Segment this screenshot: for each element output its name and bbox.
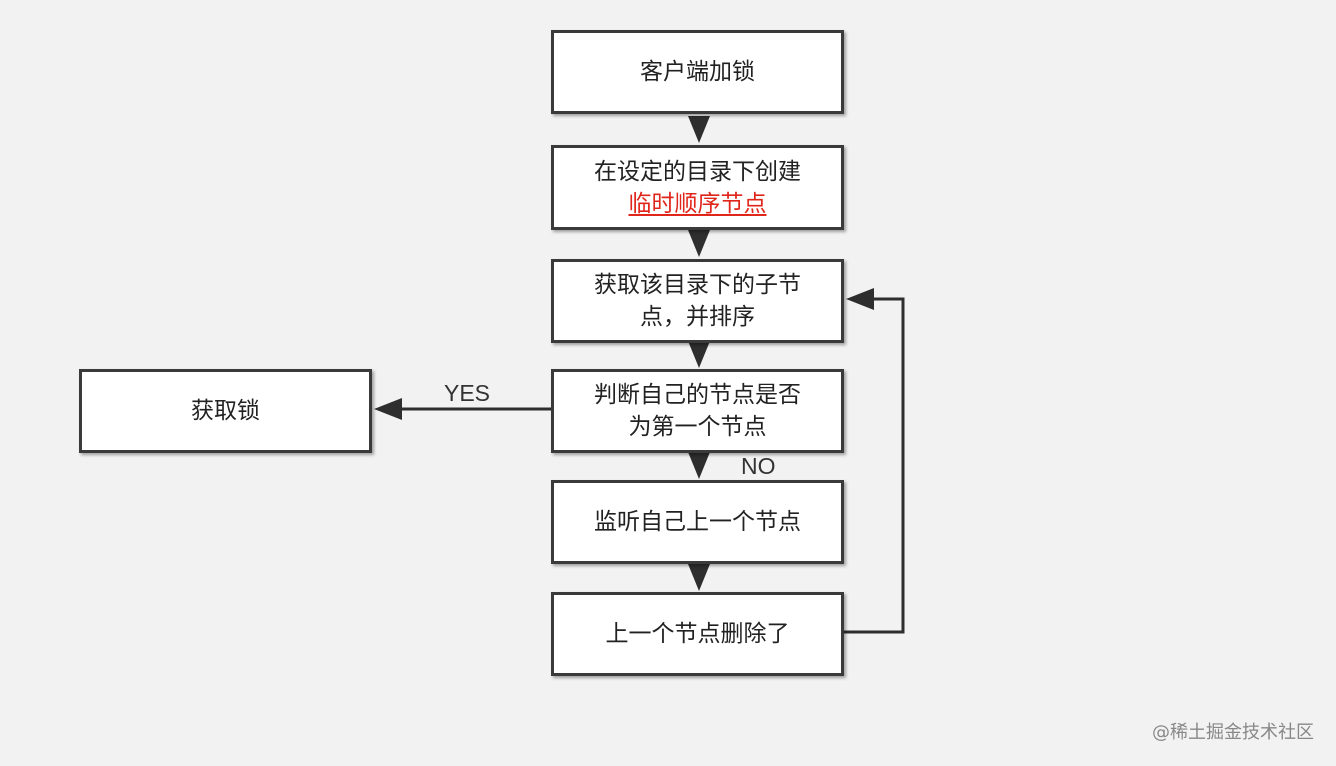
node-get-children: 获取该目录下的子节 点，并排序 — [551, 259, 844, 343]
watermark: @稀土掘金技术社区 — [1152, 722, 1314, 743]
arrow-check-to-watch — [688, 452, 710, 479]
arrow-create-to-children — [688, 230, 710, 257]
node-check-first: 判断自己的节点是否 为第一个节点 — [551, 369, 844, 453]
node-watch-previous-text: 监听自己上一个节点 — [594, 509, 801, 535]
node-watch-previous: 监听自己上一个节点 — [551, 480, 844, 564]
edge-label-no: NO — [741, 453, 776, 479]
node-create-sequential-highlight: 临时顺序节点 — [628, 190, 767, 217]
node-acquire-lock-text: 获取锁 — [191, 398, 260, 424]
node-create-sequential: 在设定的目录下创建 临时顺序节点 — [551, 145, 844, 230]
node-check-first-line2: 为第一个节点 — [628, 414, 767, 440]
edge-label-yes: YES — [444, 380, 491, 406]
node-previous-deleted: 上一个节点删除了 — [551, 592, 844, 676]
node-client-lock-text: 客户端加锁 — [640, 59, 755, 85]
node-get-children-line2: 点，并排序 — [640, 304, 755, 330]
arrow-check-to-acquire — [374, 398, 551, 420]
node-previous-deleted-text: 上一个节点删除了 — [605, 621, 790, 647]
node-get-children-line1: 获取该目录下的子节 — [594, 272, 801, 298]
node-create-sequential-line1: 在设定的目录下创建 — [594, 158, 801, 185]
arrow-client-to-create — [688, 116, 710, 143]
node-acquire-lock: 获取锁 — [79, 369, 372, 453]
arrow-loop-back — [844, 288, 905, 634]
arrow-watch-to-deleted — [688, 564, 710, 591]
arrow-children-to-check — [688, 341, 710, 368]
node-client-lock: 客户端加锁 — [551, 30, 844, 114]
node-check-first-line1: 判断自己的节点是否 — [594, 382, 801, 408]
